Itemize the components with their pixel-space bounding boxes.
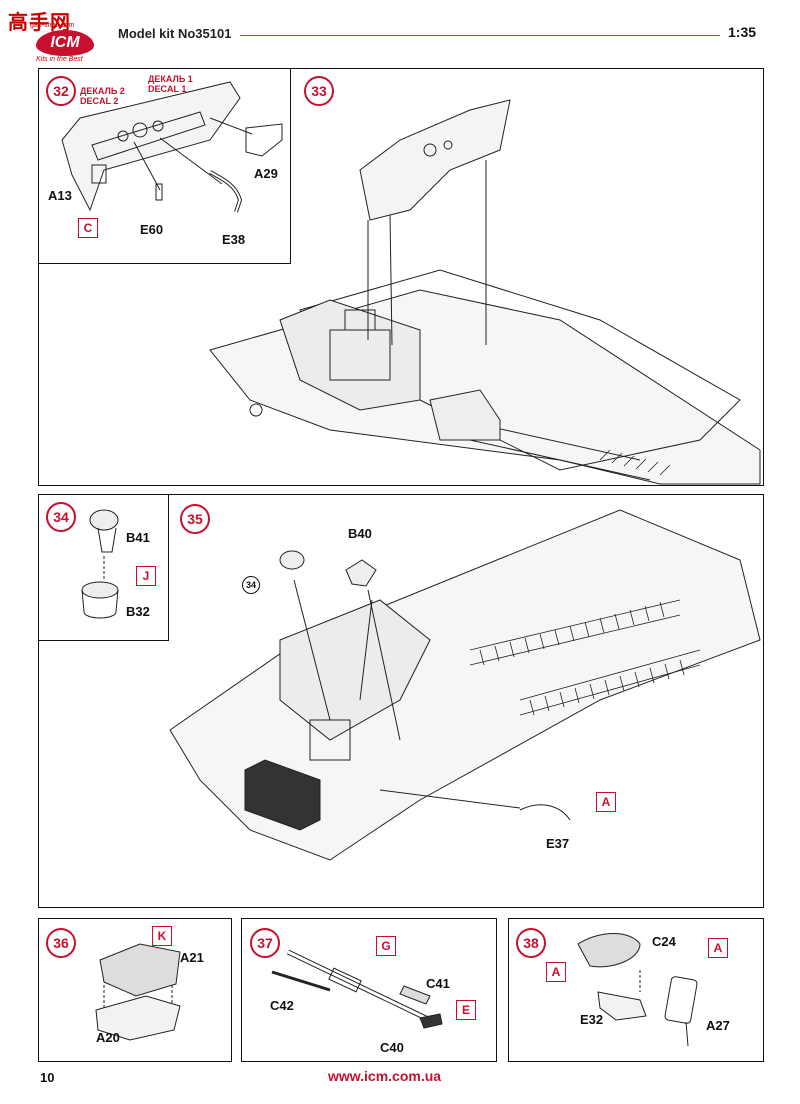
paint-code-box: G bbox=[376, 936, 396, 956]
part-label: E37 bbox=[546, 836, 570, 851]
part-label: A13 bbox=[48, 188, 72, 203]
paint-code-box: J bbox=[136, 566, 156, 586]
part-label: C24 bbox=[652, 934, 676, 949]
paint-code-box: K bbox=[152, 926, 172, 946]
step-34-reference: 34 bbox=[242, 576, 260, 594]
paint-code-box: A bbox=[596, 792, 616, 812]
decal-1-label: ДЕКАЛЬ 1 DECAL 1 bbox=[148, 74, 193, 94]
part-label: C40 bbox=[380, 1040, 404, 1055]
part-label: C41 bbox=[426, 976, 450, 991]
paint-code-box: A bbox=[708, 938, 728, 958]
step-37-marker: 37 bbox=[250, 928, 280, 958]
part-label: A21 bbox=[180, 950, 204, 965]
header-rule bbox=[240, 35, 720, 36]
icm-logo: ICM bbox=[36, 30, 94, 56]
part-label: B32 bbox=[126, 604, 150, 619]
paint-code-box: C bbox=[78, 218, 98, 238]
step-32-marker: 32 bbox=[46, 76, 76, 106]
exhaust-drawing-34 bbox=[81, 509, 119, 619]
chassis-drawing-35 bbox=[169, 509, 761, 861]
model-kit-title: Model kit No35101 bbox=[118, 26, 232, 41]
step-38-marker: 38 bbox=[516, 928, 546, 958]
part-label: E38 bbox=[222, 232, 246, 247]
paint-code-box: A bbox=[546, 962, 566, 982]
seat-drawing-36 bbox=[95, 943, 181, 1041]
part-label: B41 bbox=[126, 530, 150, 545]
machinegun-drawing-37 bbox=[271, 949, 443, 1029]
chassis-drawing-33 bbox=[209, 99, 761, 485]
part-label: A29 bbox=[254, 166, 278, 181]
step-35-marker: 35 bbox=[180, 504, 210, 534]
part-label: B40 bbox=[348, 526, 372, 541]
step-34-marker: 34 bbox=[46, 502, 76, 532]
seat-drawing-38 bbox=[577, 933, 698, 1047]
website-link[interactable]: www.icm.com.ua bbox=[328, 1068, 442, 1084]
part-label: E32 bbox=[580, 1012, 604, 1027]
step-36-marker: 36 bbox=[46, 928, 76, 958]
paint-code-box: E bbox=[456, 1000, 476, 1020]
part-label: C42 bbox=[270, 998, 294, 1013]
part-label: E60 bbox=[140, 222, 164, 237]
dashboard-drawing bbox=[61, 81, 283, 213]
logo-site: gao-shou.com bbox=[30, 22, 75, 29]
step-33-marker: 33 bbox=[304, 76, 334, 106]
part-label: A27 bbox=[706, 1018, 730, 1033]
part-label: A20 bbox=[96, 1030, 120, 1045]
scale-label: 1:35 bbox=[728, 24, 757, 40]
logo-tagline: Kits in the Best bbox=[36, 56, 83, 63]
logo-cn-text: 高手网 bbox=[8, 12, 71, 34]
page-number: 10 bbox=[40, 1070, 55, 1085]
decal-2-label: ДЕКАЛЬ 2 DECAL 2 bbox=[80, 86, 125, 106]
